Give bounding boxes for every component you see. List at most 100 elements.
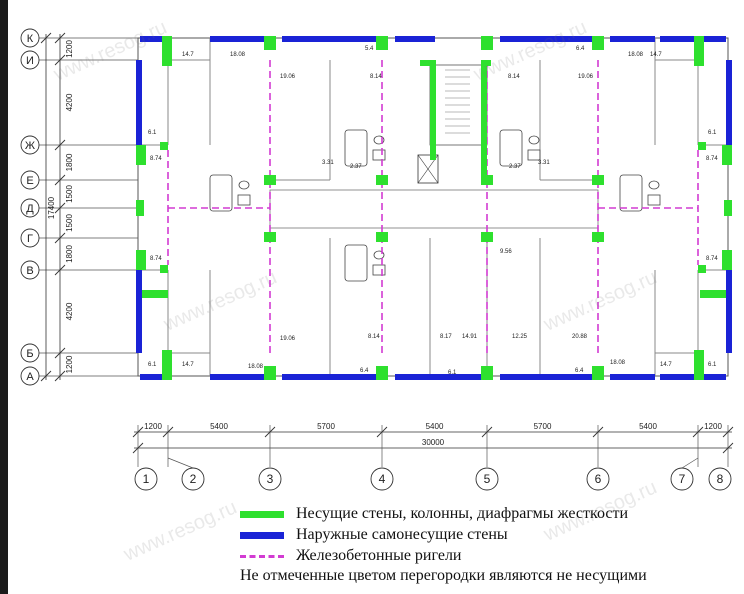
axis-label: Ж [25, 140, 35, 152]
dimension-label: 5400 [639, 422, 657, 431]
axis-label: 1 [143, 472, 150, 486]
room-area-label: 8.17 [440, 334, 452, 340]
axis-leader [681, 457, 699, 469]
bathtub [344, 244, 368, 282]
dimension-label: 1200 [144, 422, 162, 431]
load-bearing-wall [722, 250, 732, 270]
exterior-wall [210, 36, 270, 42]
exterior-wall [136, 60, 142, 145]
bathroom-top-center-right [499, 129, 541, 167]
load-bearing-wall [722, 145, 732, 165]
room-area-label: 5.4 [365, 46, 374, 52]
room-area-label: 14.91 [462, 334, 478, 340]
axis-label: К [27, 33, 34, 45]
legend-label: Несущие стены, колонны, диафрагмы жестко… [296, 505, 628, 522]
dimension-label: 1500 [65, 185, 74, 203]
room-area-label: 18.08 [230, 52, 246, 58]
room-area-label: 6.4 [360, 368, 369, 374]
load-bearing-wall [376, 366, 388, 380]
exterior-wall [136, 270, 142, 353]
bathroom-left [209, 174, 251, 212]
toilet [373, 135, 385, 145]
room-area-label: 9.56 [500, 249, 512, 255]
dimension-tick [54, 264, 66, 276]
load-bearing-wall [694, 36, 704, 66]
axis-bubble [20, 198, 40, 218]
dimension-tick [162, 426, 174, 438]
room-area-label: 8.14 [368, 334, 380, 340]
exterior-wall [726, 60, 732, 145]
axis-label: Б [26, 348, 33, 360]
load-bearing-wall [481, 36, 493, 50]
dimension-label: 5700 [317, 422, 335, 431]
dimension-tick [40, 32, 52, 44]
dimension-label: 1200 [65, 40, 74, 58]
load-bearing-wall [142, 290, 168, 298]
exterior-wall [660, 374, 726, 380]
dimension-tick [692, 426, 704, 438]
legend-label: Наружные самонесущие стены [296, 526, 508, 543]
room-area-label: 8.74 [150, 256, 162, 262]
sink [527, 149, 541, 161]
room-area-label: 2.37 [350, 164, 362, 170]
axis-bubble [20, 50, 40, 70]
dimension-tick [722, 442, 734, 454]
legend-item-exterior-walls: Наружные самонесущие стены [240, 525, 508, 545]
dimension-label: 1200 [704, 422, 722, 431]
load-bearing-wall [481, 60, 487, 180]
load-bearing-wall [430, 60, 436, 160]
room-area-label: 8.14 [508, 74, 520, 80]
room-area-label: 3.31 [322, 160, 334, 166]
load-bearing-wall [162, 350, 172, 380]
room-area-label: 18.08 [248, 364, 264, 370]
axis-bubble [20, 135, 40, 155]
room-area-label: 2.37 [509, 164, 521, 170]
axis-bubble [475, 467, 499, 491]
room-area-label: 18.08 [610, 360, 626, 366]
load-bearing-wall [160, 142, 168, 150]
load-bearing-wall [376, 36, 388, 50]
elevator [417, 154, 439, 184]
room-area-label: 14.7 [182, 362, 194, 368]
load-bearing-wall [420, 60, 436, 66]
axis-label: 5 [484, 472, 491, 486]
dimension-tick [264, 426, 276, 438]
load-bearing-wall [700, 290, 726, 298]
sink [647, 194, 661, 206]
axis-label: И [26, 55, 34, 67]
dimension-label: 1500 [65, 214, 74, 232]
toilet [238, 180, 250, 190]
exterior-wall [282, 374, 382, 380]
floor-plan: КИЖЕДГВБА1200420018001500150018004200120… [20, 28, 734, 491]
exterior-wall [726, 270, 732, 353]
load-bearing-wall [376, 232, 388, 242]
dimension-tick [592, 426, 604, 438]
dimension-tick [54, 174, 66, 186]
axis-label: Д [26, 203, 34, 215]
dimension-label: 5700 [534, 422, 552, 431]
dimension-tick [722, 426, 734, 438]
room-area-label: 3.31 [538, 160, 550, 166]
room-area-label: 19.06 [280, 336, 296, 342]
axis-bubble [258, 467, 282, 491]
dimension-tick [54, 370, 66, 382]
load-bearing-wall [162, 36, 172, 66]
load-bearing-wall [264, 36, 276, 50]
load-bearing-wall [592, 175, 604, 185]
dimension-total: 30000 [422, 438, 445, 447]
exterior-wall [140, 374, 170, 380]
legend-swatch-green [240, 510, 284, 518]
load-bearing-wall [264, 366, 276, 380]
axis-bubble [708, 467, 732, 491]
legend-item-load-bearing: Несущие стены, колонны, диафрагмы жестко… [240, 504, 628, 524]
exterior-wall [395, 374, 487, 380]
room-area-label: 6.4 [575, 368, 584, 374]
room-area-label: 19.06 [280, 74, 296, 80]
axis-label: 8 [717, 472, 724, 486]
room-area-label: 6.1 [148, 362, 157, 368]
staircase [417, 64, 488, 184]
room-area-label: 14.7 [182, 52, 194, 58]
dimension-tick [132, 442, 144, 454]
dimension-tick [132, 426, 144, 438]
axis-bubble [181, 467, 205, 491]
